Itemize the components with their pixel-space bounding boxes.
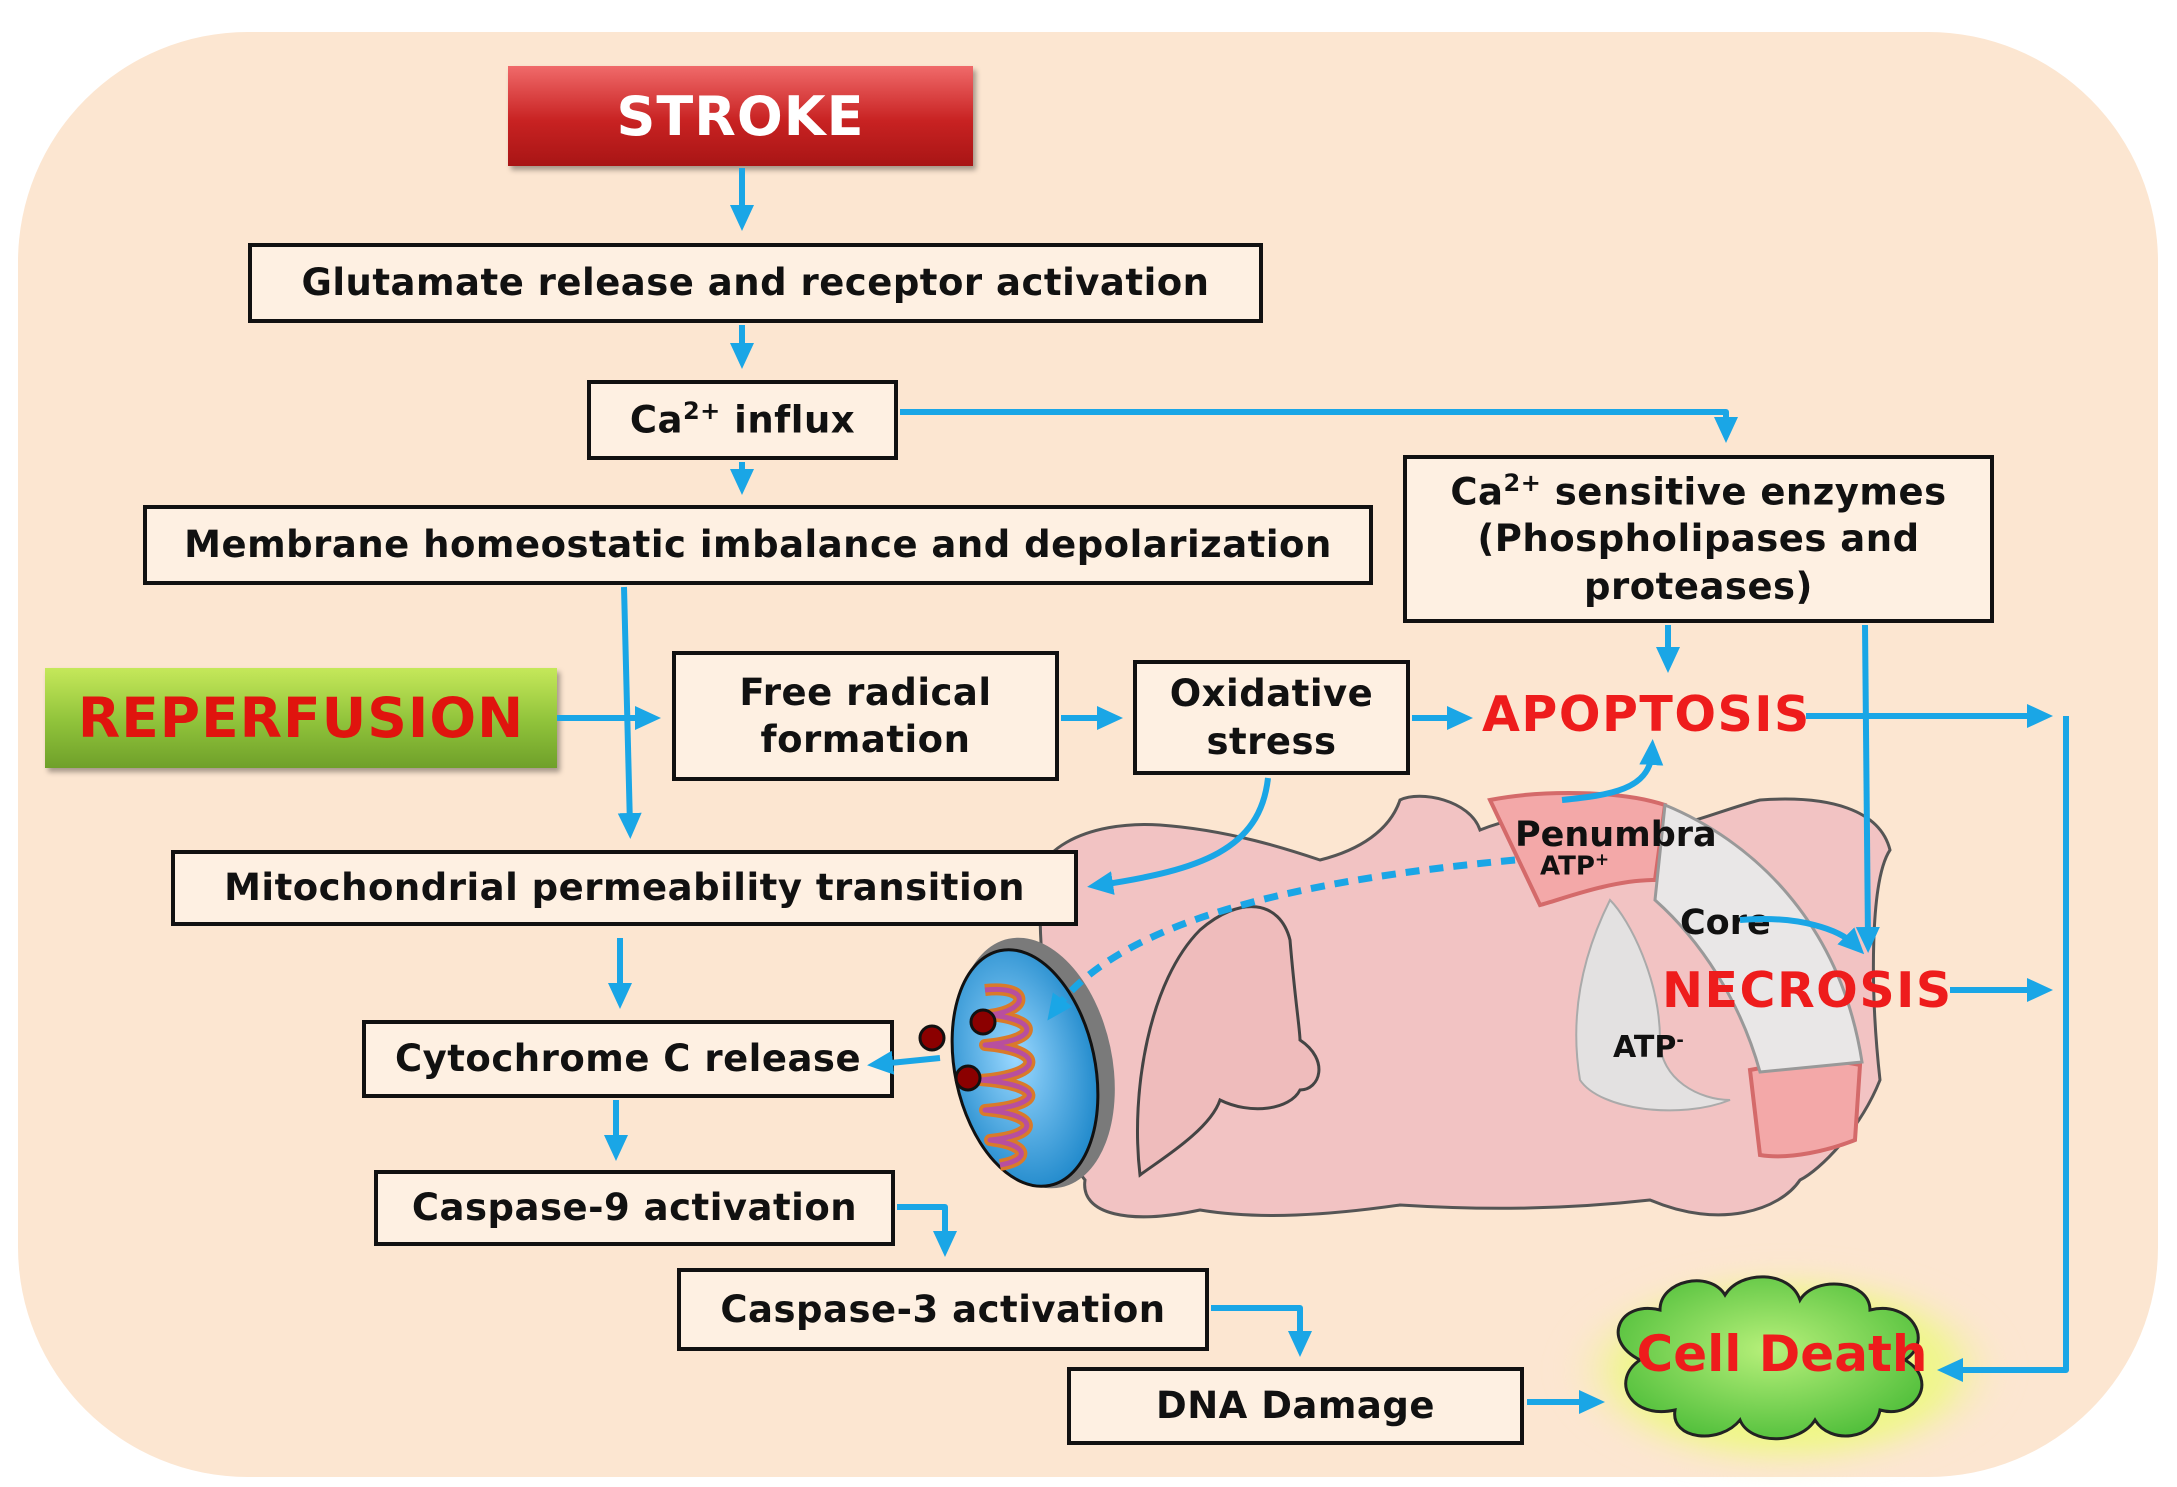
mitochondrion-illustration — [864, 937, 1115, 1189]
arrow-penumbra-apoptosis — [1561, 739, 1664, 803]
glutamate-node: Glutamate release and receptor activatio… — [248, 243, 1263, 323]
arrow-penumbra-mito — [1047, 856, 1516, 1021]
ca-influx-node: Ca2+ influx — [587, 380, 898, 460]
atp-plus-label: ATP+ — [1540, 850, 1610, 882]
ca-enzymes-label: Ca2+ sensitive enzymes (Phospholipases a… — [1450, 468, 1947, 608]
brain-ventricle — [1136, 905, 1321, 1178]
arrow-mitochondrion-cytochrome — [867, 1050, 941, 1075]
arrow-core-necrosis — [1739, 916, 1865, 955]
caspase9-node: Caspase-9 activation — [374, 1170, 895, 1246]
core-label: Core — [1680, 903, 1771, 943]
cell-death-label: Cell Death — [1636, 1325, 1928, 1383]
dna-damage-label: DNA Damage — [1156, 1384, 1435, 1428]
reperfusion-node: REPERFUSION — [45, 668, 557, 768]
arrow-rail-celldeath — [1937, 716, 2069, 1382]
core-inner — [1575, 898, 1731, 1112]
dna-damage-node: DNA Damage — [1067, 1367, 1524, 1445]
arrow-ca-enzymes — [900, 409, 1738, 443]
oxidative-stress-node: Oxidative stress — [1133, 660, 1410, 775]
arrow-oxidative-mito — [1087, 777, 1271, 895]
cytochrome-dot — [969, 1008, 997, 1036]
cytochrome-node: Cytochrome C release — [362, 1020, 894, 1098]
apoptosis-label: APOPTOSIS — [1482, 686, 1811, 743]
mito-transition-label: Mitochondrial permeability transition — [224, 866, 1025, 910]
core-region — [1653, 802, 1864, 1074]
cytochrome-label: Cytochrome C release — [394, 1037, 862, 1081]
ca-enzymes-node: Ca2+ sensitive enzymes (Phospholipases a… — [1403, 455, 1994, 623]
arrow-caspase9-caspase3 — [897, 1204, 957, 1257]
arrow-caspase3-dna — [1211, 1305, 1312, 1357]
arrow-enzymes-necrosis — [1855, 624, 1880, 953]
free-radical-node: Free radical formation — [672, 651, 1059, 781]
membrane-node: Membrane homeostatic imbalance and depol… — [143, 505, 1373, 585]
oxidative-stress-label: Oxidative stress — [1169, 672, 1374, 763]
membrane-label: Membrane homeostatic imbalance and depol… — [184, 523, 1332, 567]
glutamate-label: Glutamate release and receptor activatio… — [301, 261, 1210, 305]
penumbra-label: Penumbra — [1515, 815, 1717, 855]
cell-death-cloud — [1555, 1260, 2015, 1480]
caspase9-label: Caspase-9 activation — [411, 1186, 858, 1230]
caspase3-label: Caspase-3 activation — [720, 1287, 1166, 1331]
free-radical-label: Free radical formation — [739, 670, 992, 761]
mito-transition-node: Mitochondrial permeability transition — [171, 850, 1078, 926]
cytochrome-dot — [954, 1064, 982, 1092]
atp-minus-label: ATP- — [1613, 1030, 1684, 1065]
cytochrome-dot — [918, 1024, 946, 1052]
necrosis-label: NECROSIS — [1662, 962, 1953, 1019]
caspase3-node: Caspase-3 activation — [677, 1268, 1209, 1351]
ca-influx-label: Ca2+ influx — [629, 397, 856, 442]
stroke-node: STROKE — [508, 66, 973, 166]
arrow-membrane-mito — [617, 586, 642, 839]
